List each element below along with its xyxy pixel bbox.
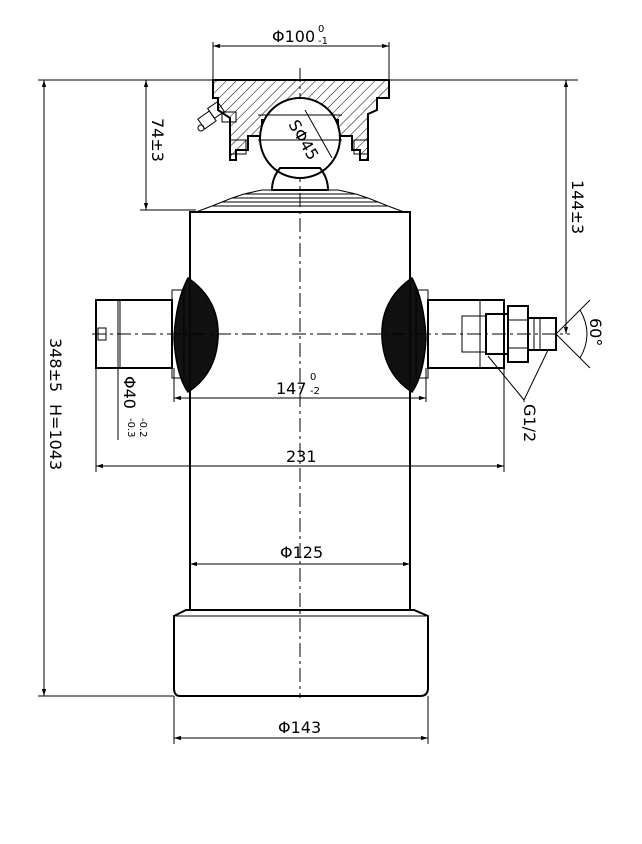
dim-flange-height-label: 74±3 xyxy=(148,118,167,162)
dim-base-dia-label: Φ143 xyxy=(278,718,321,737)
dim-total-length-label: 348±5 xyxy=(46,338,65,392)
dim-base-dia: Φ143 xyxy=(173,696,429,744)
dim-body-dia: Φ125 xyxy=(190,543,410,567)
svg-text:-0.3: -0.3 xyxy=(125,418,136,438)
dim-thread-label: G1/2 xyxy=(520,404,539,442)
dim-total-length: 348±5 H=1043 xyxy=(38,79,213,697)
cylinder-base xyxy=(173,609,429,697)
svg-text:0: 0 xyxy=(318,24,324,35)
dim-top-flange: Φ100 0 -1 xyxy=(212,24,390,80)
right-trunnion-seal xyxy=(381,276,427,394)
dim-stroke-label: H=1043 xyxy=(46,404,65,470)
left-trunnion-seal xyxy=(173,276,219,394)
svg-text:-2: -2 xyxy=(310,386,320,397)
svg-text:-1: -1 xyxy=(318,36,328,47)
dim-overall-width: 231 xyxy=(95,368,505,472)
dim-pin-width: 147 0 -2 xyxy=(173,368,427,402)
svg-text:0: 0 xyxy=(310,372,316,383)
dim-mount-to-body: 144±3 xyxy=(389,79,587,334)
dim-body-dia-label: Φ125 xyxy=(280,543,323,562)
dim-pin-dia: Φ40 -0.2 -0.3 xyxy=(117,300,148,440)
dim-pin-dia-label: Φ40 xyxy=(120,376,139,409)
dim-pin-width-label: 147 xyxy=(276,379,307,398)
dim-overall-width-label: 231 xyxy=(286,447,317,466)
dim-top-flange-label: Φ100 xyxy=(272,27,315,46)
dim-angle-label: 60° xyxy=(586,318,605,346)
dim-flange-height: 74±3 xyxy=(140,79,213,211)
dim-angle: 60° xyxy=(555,299,605,369)
dim-mount-to-body-label: 144±3 xyxy=(568,180,587,234)
stage-rings xyxy=(195,189,405,213)
grease-nipple-icon xyxy=(197,100,237,132)
ball-joint xyxy=(258,97,342,191)
dim-thread: G1/2 xyxy=(487,349,549,442)
svg-text:-0.2: -0.2 xyxy=(137,418,148,438)
